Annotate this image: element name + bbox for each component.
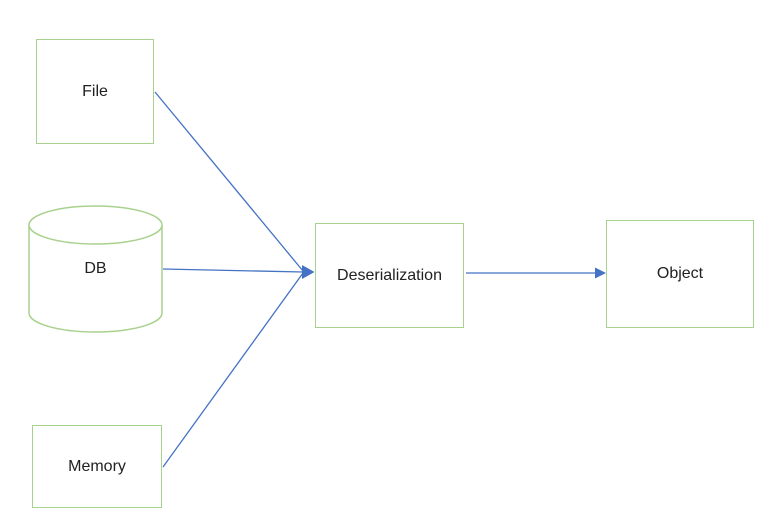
node-file: File xyxy=(36,39,154,144)
node-memory: Memory xyxy=(32,425,162,508)
node-file-label: File xyxy=(82,82,108,100)
node-object: Object xyxy=(606,220,754,328)
connector-file-to-deserialization xyxy=(154,91,304,272)
node-deserialization: Deserialization xyxy=(315,223,464,328)
node-db: DB xyxy=(28,205,163,333)
arrowhead-into-object xyxy=(595,267,606,279)
node-object-label: Object xyxy=(656,265,704,282)
connector-db-to-deserialization xyxy=(162,268,304,273)
node-deserialization-label: Deserialization xyxy=(337,266,442,284)
arrowhead-into-deserialization xyxy=(302,265,315,279)
cylinder-shape-icon xyxy=(28,205,163,333)
connector-memory-to-deserialization xyxy=(162,272,304,468)
node-memory-label: Memory xyxy=(68,457,126,475)
